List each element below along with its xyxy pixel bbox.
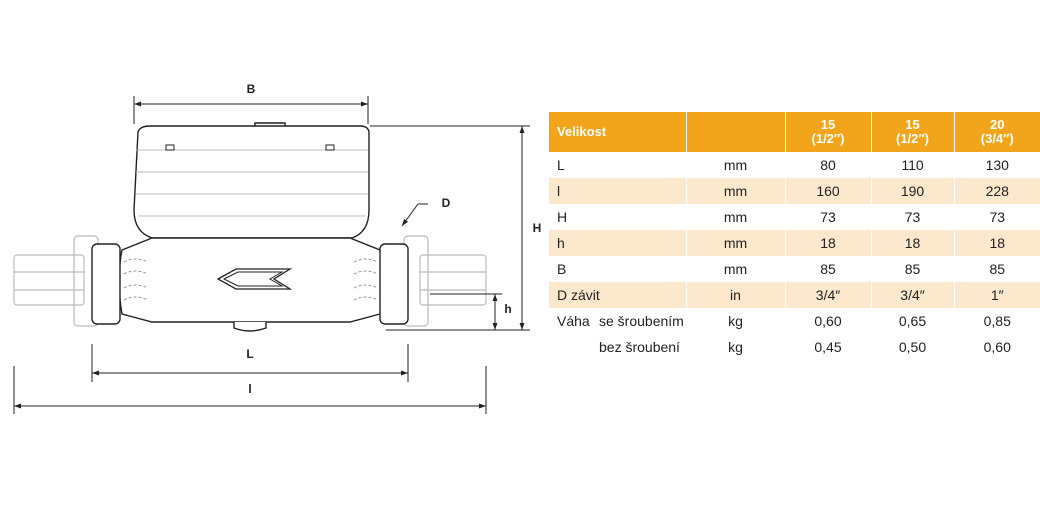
row-value: 0,45 <box>785 334 872 360</box>
row-value: 18 <box>785 230 872 256</box>
row-value: 130 <box>985 157 1009 173</box>
row-value: 160 <box>785 178 872 204</box>
dim-label-B: B <box>247 82 256 96</box>
table-row: h mm 18 18 18 <box>549 230 1040 256</box>
row-value: 0,60 <box>983 339 1011 355</box>
table-row: L mm 80 110 130 <box>549 152 1040 178</box>
row-unit: mm <box>686 178 786 204</box>
row-label: l <box>549 178 687 204</box>
spec-table: Velikost 15(1/2″) 15(1/2″) 20(3/4″) L mm… <box>549 112 1040 360</box>
row-value: 18 <box>954 230 1040 256</box>
header-size-label: Velikost <box>549 112 687 152</box>
row-value: 85 <box>989 261 1006 277</box>
table-row: bez šroubení kg 0,45 0,50 0,60 <box>549 334 1040 360</box>
dim-label-D: D <box>442 196 451 210</box>
header-unit <box>686 112 786 152</box>
row-value: 0,50 <box>871 334 955 360</box>
row-label: L <box>549 152 687 178</box>
row-unit: mm <box>686 204 786 230</box>
row-unit: kg <box>686 308 786 334</box>
row-unit: kg <box>686 334 786 360</box>
header-size-col2: 15(1/2″) <box>871 112 955 152</box>
dim-label-L: L <box>246 347 253 361</box>
header-size-col3: 20(3/4″) <box>954 112 1040 152</box>
table-row: H mm 73 73 73 <box>549 204 1040 230</box>
row-value: 1″ <box>954 282 1040 308</box>
table-row: D závit in 3/4″ 3/4″ 1″ <box>549 282 1040 308</box>
row-value: 0,65 <box>871 308 955 334</box>
dim-label-h: h <box>504 302 511 316</box>
row-label: H <box>549 204 687 230</box>
row-value: 18 <box>871 230 955 256</box>
meter-body <box>91 122 409 332</box>
dim-label-H: H <box>533 221 542 235</box>
row-value: 0,85 <box>983 313 1011 329</box>
table-header-row: Velikost 15(1/2″) 15(1/2″) 20(3/4″) <box>549 112 1040 152</box>
row-value: 190 <box>871 178 955 204</box>
row-label: h <box>549 230 687 256</box>
row-value: 228 <box>954 178 1040 204</box>
row-value: 3/4″ <box>871 282 955 308</box>
row-value: 73 <box>785 204 872 230</box>
row-unit: mm <box>686 256 786 282</box>
row-value: 110 <box>871 152 955 178</box>
row-label: B <box>549 256 687 282</box>
dim-label-l: l <box>248 382 251 396</box>
row-unit: in <box>686 282 786 308</box>
row-value: 3/4″ <box>785 282 872 308</box>
row-label: D závit <box>549 282 687 308</box>
water-meter-drawing: B H D h L l <box>13 82 542 414</box>
header-size-col1: 15(1/2″) <box>785 112 872 152</box>
row-value: 73 <box>871 204 955 230</box>
row-value: 80 <box>785 152 872 178</box>
table-row: B mm 85 85 85 <box>549 256 1040 282</box>
row-unit: mm <box>686 230 786 256</box>
row-label-weight-sub: bez šroubení <box>549 334 687 360</box>
row-value: 85 <box>871 256 955 282</box>
dimension-lines <box>13 96 530 414</box>
row-value: 0,60 <box>785 308 872 334</box>
table-row: l mm 160 190 228 <box>549 178 1040 204</box>
row-unit: mm <box>686 152 786 178</box>
row-value: 73 <box>989 209 1006 225</box>
row-value: 85 <box>785 256 872 282</box>
